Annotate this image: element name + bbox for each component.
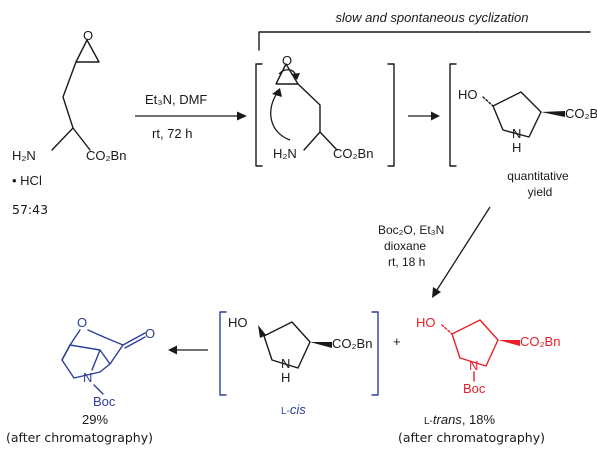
arrow-step1: Et₃N, DMF rt, 72 h (135, 92, 247, 141)
start-ester: CO₂Bn (86, 148, 126, 163)
step1-reagents: Et₃N, DMF (145, 92, 207, 107)
arrow-step-cyclize (408, 111, 440, 121)
arrow-lactonization (168, 345, 208, 355)
cyclic-h: H (512, 140, 521, 155)
trans-boc: Boc (463, 381, 486, 396)
start-amine: H₂N (12, 148, 36, 163)
lactone-o-ring: O (77, 315, 87, 330)
cyclic-ester: CO₂Bn (565, 106, 597, 121)
arrow-step2: Boc₂O, Et₃N dioxane rt, 18 h (378, 206, 491, 298)
trans-isomer: HO CO₂Bn N Boc L-trans, 18% (after chrom… (398, 315, 560, 445)
bicyclic-lactone: O O N Boc 29% (after chromatography) (6, 315, 155, 445)
trans-ester: CO₂Bn (520, 334, 560, 349)
cyclic-ho: HO (458, 87, 478, 102)
int-ester: CO₂Bn (333, 146, 373, 161)
lactone-n: N (83, 370, 92, 385)
lactone-yield: 29% (82, 412, 108, 427)
cyclization-bracket: slow and spontaneous cyclization (258, 10, 591, 51)
plus-sign: + (393, 334, 401, 349)
step1-conditions: rt, 72 h (152, 126, 192, 141)
start-epoxide-o: O (83, 28, 93, 43)
intermediate: O H₂N CO₂Bn (255, 53, 395, 167)
start-ratio: 57:43 (12, 202, 48, 217)
lactone-boc: Boc (93, 394, 116, 409)
step2-line2: dioxane (384, 239, 426, 253)
cis-label: L-cis (281, 402, 306, 417)
cis-h: H (281, 370, 290, 385)
cyclic-n: N (512, 126, 521, 141)
cis-isomer: HO CO₂Bn N H L-cis (219, 311, 379, 417)
cis-ester: CO₂Bn (332, 336, 372, 351)
lactone-note: (after chromatography) (6, 430, 153, 445)
cyclic-product: HO CO₂Bn N H quantitative yield (449, 63, 597, 199)
step2-line3: rt, 18 h (388, 255, 425, 269)
lactone-o-carbonyl: O (145, 326, 155, 341)
cis-ho: HO (228, 315, 248, 330)
int-amine: H₂N (273, 146, 297, 161)
trans-label: L-trans, 18% (424, 412, 495, 427)
trans-note: (after chromatography) (398, 430, 545, 445)
cyclic-yield: quantitative (507, 169, 569, 183)
trans-n: N (469, 358, 478, 373)
start-salt: • HCl (12, 173, 42, 188)
int-epoxide-o: O (282, 53, 292, 68)
cis-n: N (281, 356, 290, 371)
cyclic-yield-2: yield (528, 185, 553, 199)
starting-material: O H₂N CO₂Bn • HCl 57:43 (12, 28, 126, 217)
banner-text: slow and spontaneous cyclization (336, 10, 529, 25)
step2-line1: Boc₂O, Et₃N (378, 223, 444, 237)
trans-ho: HO (416, 315, 436, 330)
